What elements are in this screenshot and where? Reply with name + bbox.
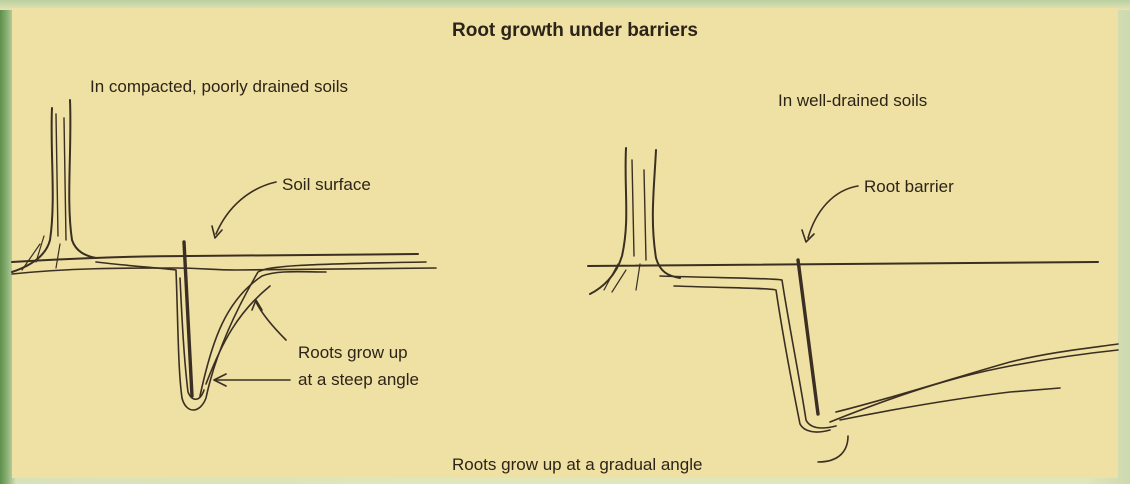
right-heading: In well-drained soils [778,91,927,110]
left-sketch [12,100,436,410]
left-heading: In compacted, poorly drained soils [90,77,348,96]
root-barrier-label: Root barrier [864,177,954,196]
steep-roots-label-line1: Roots grow up [298,343,408,362]
root-barrier-callout-line [808,186,858,238]
right-gradual-root-1 [830,350,1118,422]
left-tree-trunk [12,100,96,272]
left-steep-root-2 [206,286,270,384]
left-soil-surface-line [12,254,418,262]
right-gradual-root-3 [840,388,1060,420]
steep-roots-label-line2: at a steep angle [298,370,419,389]
diagram-title: Root growth under barriers [452,20,698,41]
right-gradual-root-2 [836,344,1118,412]
soil-surface-label: Soil surface [282,175,371,194]
gradual-roots-callout-line [818,436,848,462]
right-sketch [588,148,1118,462]
right-tree-trunk [590,148,680,294]
right-soil-surface-line [588,262,1098,266]
soil-surface-callout-line [216,182,276,234]
gradual-roots-label: Roots grow up at a gradual angle [452,455,702,474]
